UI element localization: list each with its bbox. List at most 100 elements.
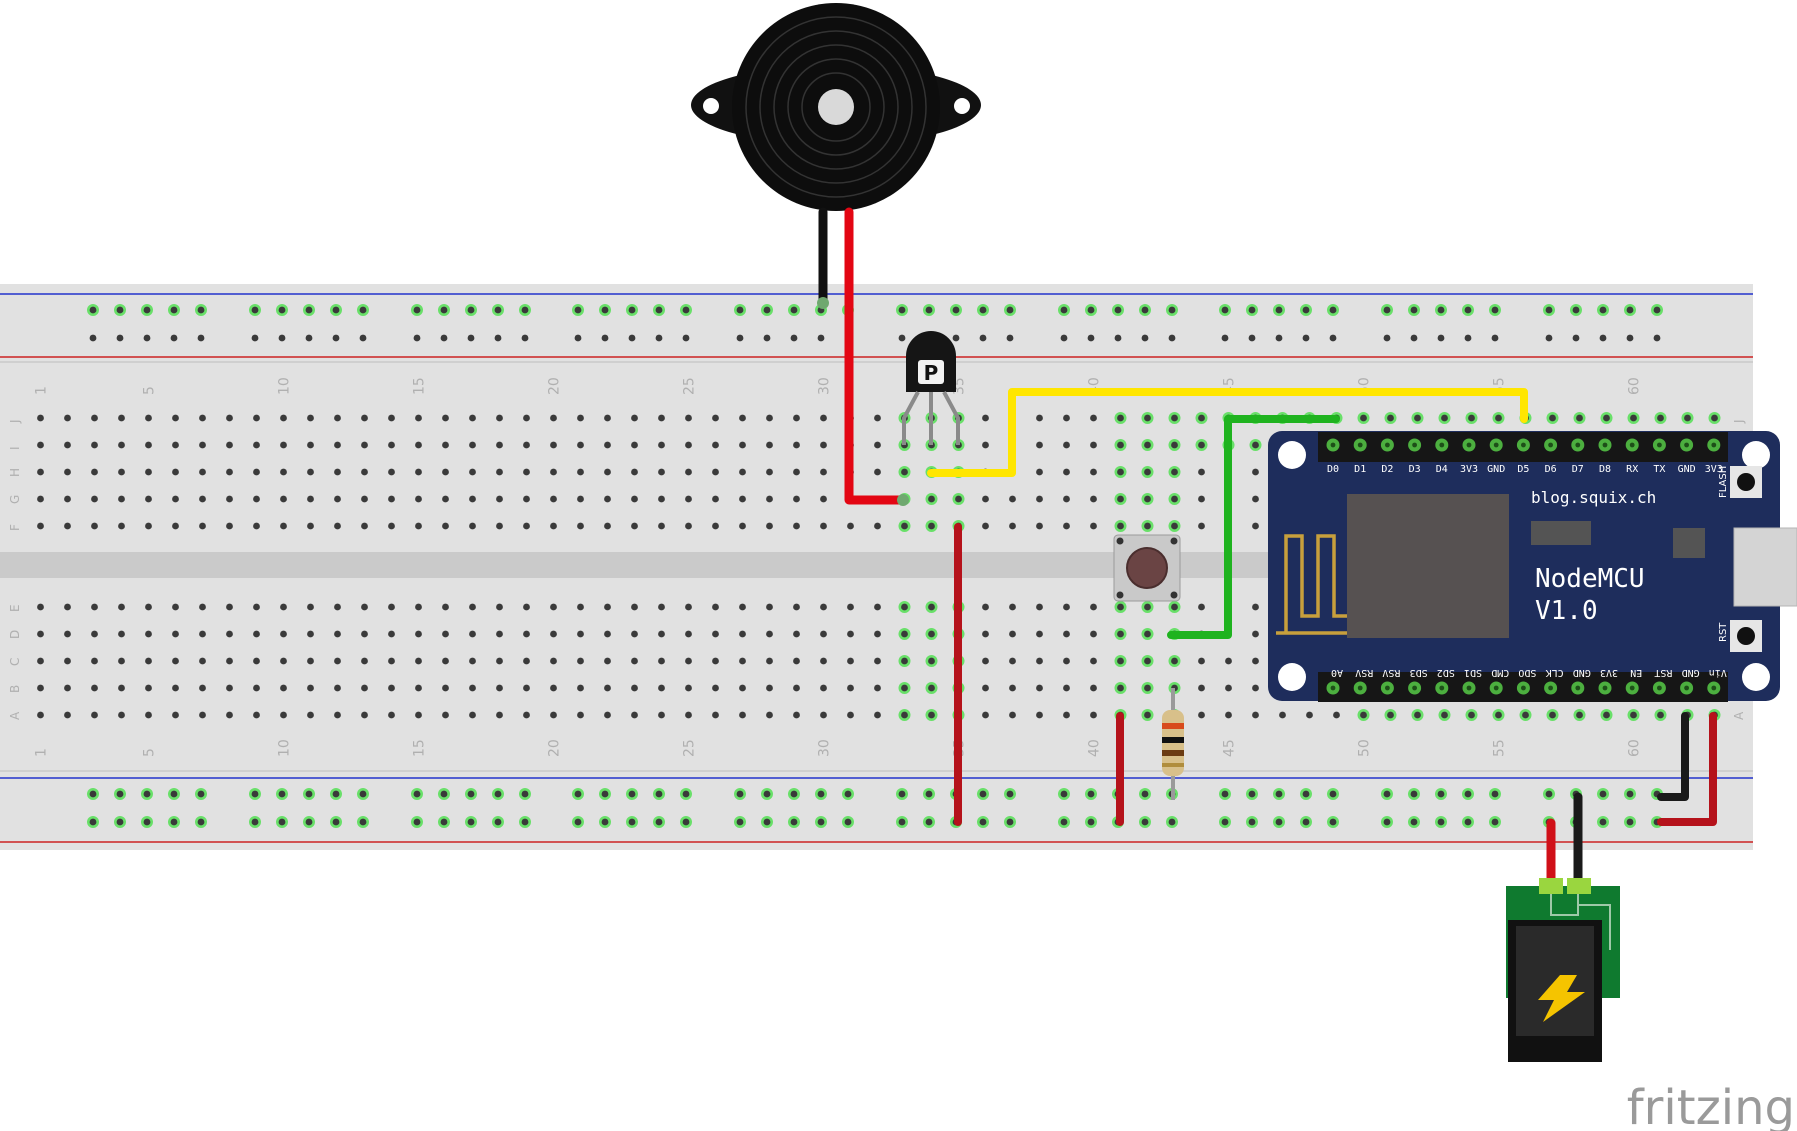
hole [1009, 684, 1016, 692]
hole [1090, 495, 1097, 503]
hole [685, 495, 692, 503]
hole [1144, 657, 1151, 665]
column-number-bottom: 55 [1492, 739, 1508, 757]
jack-pad-left [1539, 878, 1563, 894]
hole [739, 603, 746, 611]
hole [199, 630, 206, 638]
hole [766, 657, 773, 665]
column-number-top: 10 [277, 377, 293, 395]
header-pin-hole [1548, 442, 1553, 448]
hole [496, 414, 503, 422]
hole [1090, 468, 1097, 476]
rail-hole [1141, 790, 1149, 798]
hole [982, 657, 989, 665]
transistor-label-box [918, 360, 944, 384]
rst-label: RST [1718, 622, 1729, 642]
rail-hole [305, 818, 313, 826]
hole [712, 495, 719, 503]
hole [226, 414, 233, 422]
hole [307, 522, 314, 530]
hole [307, 414, 314, 422]
hole [1198, 522, 1205, 530]
pin-label-top: D7 [1572, 464, 1584, 475]
rail-hole [1006, 306, 1014, 314]
hole [901, 711, 908, 719]
rail-hole [1437, 790, 1445, 798]
rail-hole [1599, 334, 1607, 342]
rail-hole [1653, 334, 1661, 342]
rail-hole [1410, 306, 1418, 314]
mount-hole [1742, 663, 1770, 691]
hole [64, 657, 71, 665]
hole [847, 711, 854, 719]
hole [631, 603, 638, 611]
hole [226, 468, 233, 476]
hole [1252, 684, 1259, 692]
row-letter-left: J [8, 419, 22, 424]
column-number-top: 30 [817, 377, 833, 395]
hole [1225, 684, 1232, 692]
hole [550, 657, 557, 665]
flash-button-cap[interactable] [1737, 473, 1755, 491]
hole [685, 603, 692, 611]
hole [1009, 630, 1016, 638]
hole [523, 711, 530, 719]
rail-hole [197, 334, 205, 342]
button-cap[interactable] [1126, 547, 1168, 589]
rail-hole [1275, 334, 1283, 342]
hole [847, 657, 854, 665]
nodemcu-url: blog.squix.ch [1531, 488, 1656, 507]
hole [172, 441, 179, 449]
rail-hole [925, 818, 933, 826]
push-button[interactable] [1113, 534, 1181, 602]
header-pin-hole [1657, 442, 1662, 448]
pin-label-top: D4 [1436, 464, 1448, 475]
rail-hole [1491, 790, 1499, 798]
hole [604, 414, 611, 422]
hole [118, 684, 125, 692]
hole [604, 657, 611, 665]
hole [1252, 630, 1259, 638]
hole [1036, 603, 1043, 611]
rail-hole [682, 790, 690, 798]
rail-hole [898, 306, 906, 314]
hole [307, 441, 314, 449]
hole [388, 711, 395, 719]
hole [145, 468, 152, 476]
wire-yellow-d5 [927, 388, 1528, 477]
rail-hole [251, 306, 259, 314]
hole [496, 441, 503, 449]
hole [793, 441, 800, 449]
rst-button-cap[interactable] [1737, 627, 1755, 645]
hole [712, 684, 719, 692]
hole [1657, 711, 1664, 719]
rail-hole [116, 818, 124, 826]
resistor-band-2 [1162, 737, 1184, 743]
hole [280, 468, 287, 476]
rail-hole [1437, 818, 1445, 826]
hole [577, 684, 584, 692]
hole [901, 522, 908, 530]
rail-hole [1626, 306, 1634, 314]
hole [523, 441, 530, 449]
hole [1117, 603, 1124, 611]
hole [1549, 414, 1556, 422]
hole [928, 711, 935, 719]
hole [145, 603, 152, 611]
hole [793, 711, 800, 719]
hole [874, 441, 881, 449]
rail-hole [1006, 790, 1014, 798]
rail-hole [359, 306, 367, 314]
hole [145, 495, 152, 503]
rail-hole [143, 306, 151, 314]
hole [766, 414, 773, 422]
hole [37, 711, 44, 719]
hole [199, 468, 206, 476]
hole [388, 495, 395, 503]
hole [91, 441, 98, 449]
hole [1063, 495, 1070, 503]
header-pin-hole [1629, 442, 1635, 448]
hole [388, 468, 395, 476]
rail-hole [1248, 818, 1256, 826]
hole [37, 414, 44, 422]
